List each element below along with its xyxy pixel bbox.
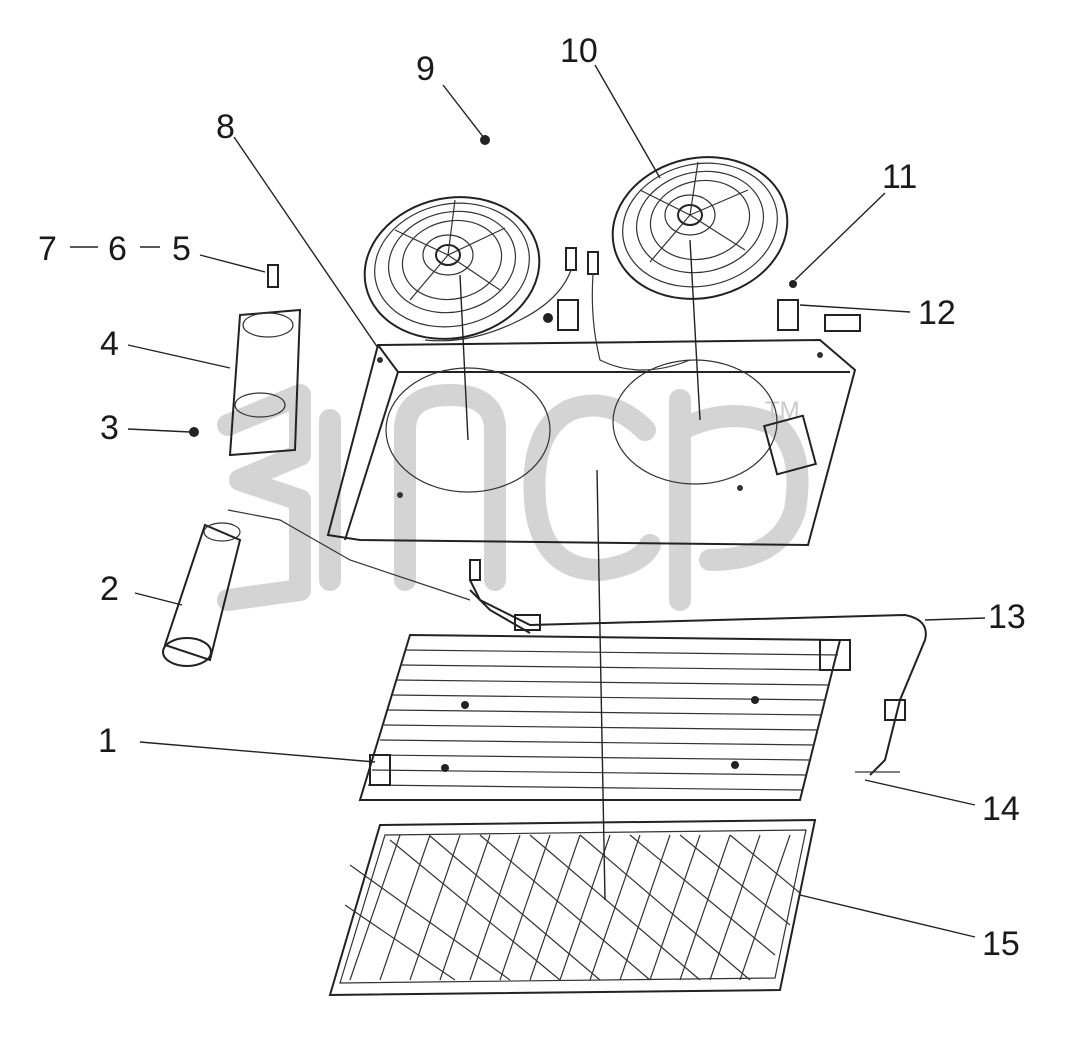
callout-9: 9 xyxy=(416,50,435,88)
callout-13: 13 xyxy=(988,598,1026,636)
refrigerant-hose xyxy=(227,509,927,776)
condenser xyxy=(358,633,851,801)
callout-labels: 1 2 3 4 5 6 7 8 9 10 11 12 13 14 15 xyxy=(38,32,1026,963)
callout-8: 8 xyxy=(216,108,235,146)
callout-10: 10 xyxy=(560,32,598,70)
callout-1: 1 xyxy=(98,722,117,760)
watermark-logo: TM xyxy=(217,384,809,611)
trademark-mark: TM xyxy=(765,397,800,424)
callout-5: 5 xyxy=(172,230,191,268)
callout-2: 2 xyxy=(100,570,119,608)
leader-lines xyxy=(70,64,986,938)
protective-grille xyxy=(328,818,817,997)
fan-left xyxy=(363,196,541,340)
drier-bracket xyxy=(189,264,302,457)
callout-3: 3 xyxy=(100,409,119,447)
receiver-drier xyxy=(162,522,242,667)
fan-right xyxy=(611,156,789,300)
callout-11: 11 xyxy=(882,158,917,196)
callout-4: 4 xyxy=(100,325,119,363)
callout-15: 15 xyxy=(982,925,1020,963)
bracket-parts xyxy=(480,135,861,332)
callout-6: 6 xyxy=(108,230,127,268)
callout-12: 12 xyxy=(918,294,956,332)
callout-14: 14 xyxy=(982,790,1020,828)
fan-wiring xyxy=(424,247,691,371)
callout-7: 7 xyxy=(38,230,57,268)
fan-shroud-frame xyxy=(326,338,857,547)
